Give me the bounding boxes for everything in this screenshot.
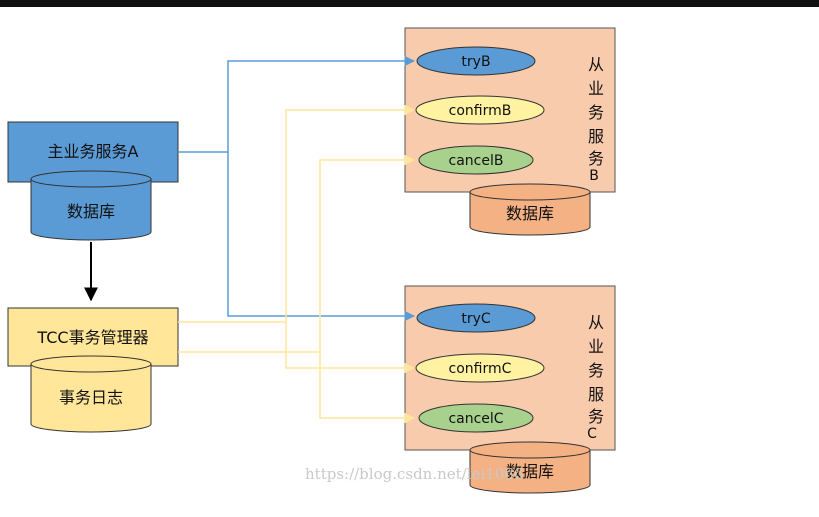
try-c-node: tryC <box>416 303 536 333</box>
transaction-log-label: 事务日志 <box>59 388 123 407</box>
watermark: https://blog.csdn.net/lei1066 <box>305 465 523 483</box>
service-c-title-char: 从 <box>588 313 604 332</box>
service-b-title-char: 务 <box>588 103 604 122</box>
confirm-b-node: confirmB <box>415 95 545 125</box>
service-c-db-label: 数据库 <box>506 462 554 481</box>
main-db-label: 数据库 <box>67 202 115 221</box>
cancel-c-connector <box>319 352 416 424</box>
service-c-title-char: 业 <box>588 337 604 356</box>
confirm-b-label: confirmB <box>449 103 512 119</box>
service-b-title-char: 务 <box>588 149 604 168</box>
confirm-b-connector <box>178 104 416 323</box>
try-b-connector <box>178 55 416 153</box>
service-c-title-char: 务 <box>588 407 604 426</box>
cancel-b-node: cancelB <box>418 145 534 175</box>
service-c-title-char: 服 <box>588 385 604 404</box>
main-service-label: 主业务服务A <box>48 142 139 161</box>
cancel-b-connector <box>178 154 416 353</box>
try-b-node: tryB <box>416 46 536 76</box>
service-b-title-char: 业 <box>588 79 604 98</box>
try-c-connector <box>227 152 416 322</box>
service-c-title-char: 务 <box>588 361 604 380</box>
try-c-label: tryC <box>461 311 491 327</box>
service-b-database: 数据库 <box>469 183 591 236</box>
cancel-c-node: cancelC <box>418 403 534 433</box>
service-b-title-char: B <box>589 168 599 184</box>
try-connectors <box>178 55 416 322</box>
service-b-title-char: 服 <box>588 127 604 146</box>
confirm-c-label: confirmC <box>449 361 512 377</box>
service-b-title: 从 业 务 服 务 B <box>588 55 604 184</box>
confirm-c-node: confirmC <box>415 353 545 383</box>
tcc-manager-label: TCC事务管理器 <box>36 328 148 347</box>
try-b-label: tryB <box>461 54 490 70</box>
service-c-database: 数据库 <box>469 441 591 494</box>
service-b-db-label: 数据库 <box>506 204 554 223</box>
top-bar <box>0 0 819 7</box>
confirm-cancel-connectors <box>178 104 416 424</box>
service-b-title-char: 从 <box>588 55 604 74</box>
main-service-database: 数据库 <box>30 170 152 241</box>
service-c-title: 从 业 务 服 务 C <box>587 313 604 442</box>
service-c-title-char: C <box>587 426 597 442</box>
cancel-b-label: cancelB <box>449 153 504 169</box>
transaction-log: 事务日志 <box>30 355 152 433</box>
confirm-c-connector <box>285 322 416 374</box>
cancel-c-label: cancelC <box>448 411 503 427</box>
